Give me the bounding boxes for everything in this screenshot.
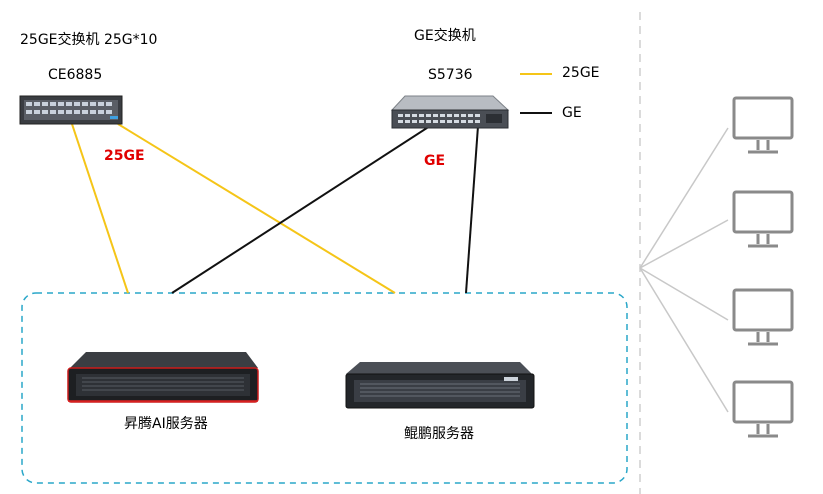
- link-25ge-2: [117, 123, 396, 294]
- client-link-1: [639, 127, 729, 269]
- client-link-2: [639, 219, 729, 269]
- monitor-icon: [732, 96, 794, 154]
- link-25ge-1: [71, 123, 129, 294]
- monitor-icon: [732, 288, 794, 346]
- switch-ge-title: GE交换机: [414, 28, 476, 44]
- switch-25ge-title: 25GE交换机 25G*10: [20, 32, 158, 48]
- legend-25ge-label: 25GE: [562, 65, 600, 81]
- switch-s5736-icon: [390, 95, 510, 129]
- link-label-ge: GE: [424, 153, 446, 169]
- link-label-25ge: 25GE: [104, 148, 145, 164]
- monitor-icon: [732, 380, 794, 438]
- server-group-box: [21, 292, 628, 484]
- switch-ce6885-icon: [19, 95, 123, 125]
- ascend-server-label: 昇腾AI服务器: [124, 416, 208, 432]
- legend-ge-label: GE: [562, 105, 582, 121]
- monitor-icon: [732, 190, 794, 248]
- link-ge-2: [465, 125, 479, 294]
- kunpeng-server-label: 鲲鹏服务器: [404, 426, 474, 442]
- switch-ge-model: S5736: [428, 67, 473, 83]
- client-link-3: [639, 267, 729, 321]
- switch-25ge-model: CE6885: [48, 67, 103, 83]
- kunpeng-server-icon: [345, 362, 535, 409]
- client-link-4: [639, 267, 729, 413]
- ascend-server-icon: [67, 352, 259, 403]
- link-ge-1: [171, 125, 431, 294]
